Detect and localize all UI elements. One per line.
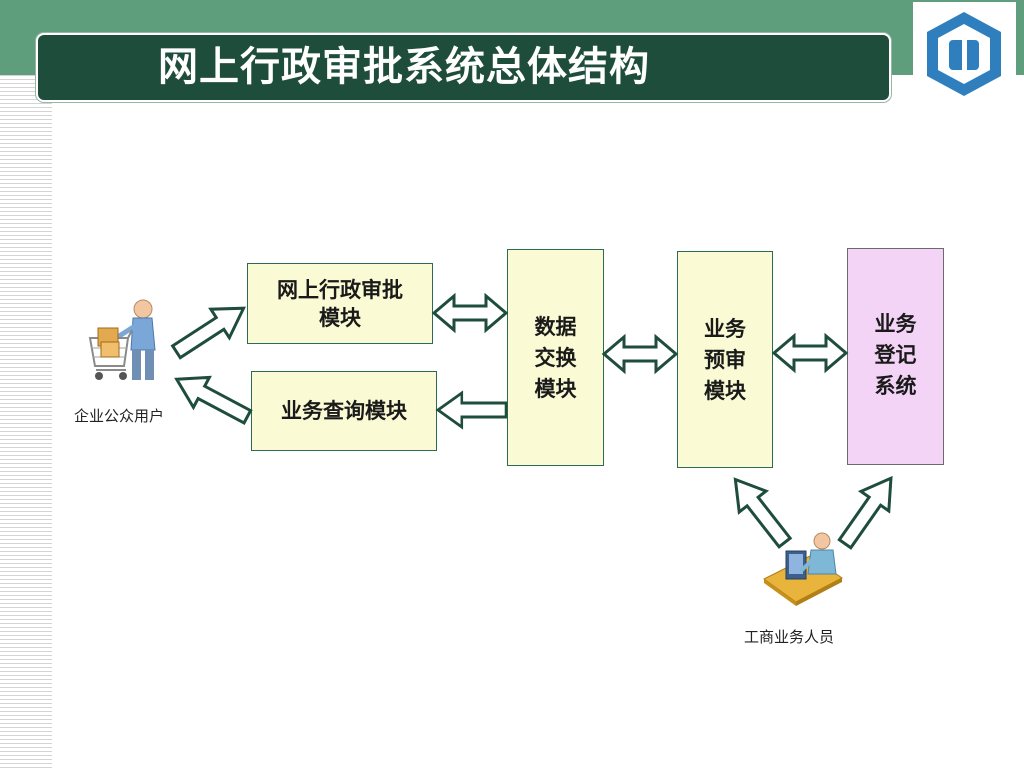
staff-label: 工商业务人员 bbox=[744, 628, 835, 646]
left-stripe-decoration bbox=[0, 75, 52, 768]
arrow-staff-to-registration bbox=[829, 466, 907, 556]
query-module: 业务查询模块 bbox=[251, 371, 437, 451]
query-module-label: 业务查询模块 bbox=[281, 399, 407, 423]
arrow-approval-exchange bbox=[432, 294, 508, 332]
data-exchange-module: 数据 交换 模块 bbox=[507, 249, 604, 466]
person-at-computer-icon bbox=[763, 532, 843, 606]
online-approval-module: 网上行政审批 模块 bbox=[247, 263, 433, 344]
page-title: 网上行政审批系统总体结构 bbox=[158, 44, 650, 90]
arrow-exchange-to-query bbox=[436, 391, 508, 429]
arrow-user-to-approval bbox=[165, 292, 255, 368]
registration-line3: 系统 bbox=[874, 374, 917, 398]
data-exchange-line2: 交换 bbox=[534, 346, 577, 370]
registration-system: 业务 登记 系统 bbox=[847, 248, 944, 465]
online-approval-module-line1: 网上行政审批 bbox=[277, 277, 403, 302]
company-logo-icon bbox=[927, 12, 1001, 96]
pre-review-line2: 预审 bbox=[704, 348, 746, 372]
title-bar: 网上行政审批系统总体结构 bbox=[36, 33, 891, 102]
pre-review-line3: 模块 bbox=[704, 379, 746, 403]
pre-review-line1: 业务 bbox=[704, 317, 746, 341]
arrow-exchange-prereview bbox=[602, 335, 678, 373]
logo bbox=[913, 2, 1016, 105]
data-exchange-line1: 数据 bbox=[534, 315, 577, 339]
pre-review-module: 业务 预审 模块 bbox=[677, 251, 773, 468]
public-user-label: 企业公众用户 bbox=[74, 407, 165, 425]
arrow-staff-to-prereview bbox=[720, 467, 800, 555]
shopping-cart-person-icon bbox=[88, 299, 156, 380]
arrow-prereview-registration bbox=[772, 334, 848, 372]
online-approval-module-line2: 模块 bbox=[319, 305, 361, 330]
data-exchange-line3: 模块 bbox=[534, 377, 577, 401]
registration-line2: 登记 bbox=[874, 343, 917, 367]
registration-line1: 业务 bbox=[874, 312, 917, 336]
arrow-query-to-user bbox=[167, 362, 257, 434]
